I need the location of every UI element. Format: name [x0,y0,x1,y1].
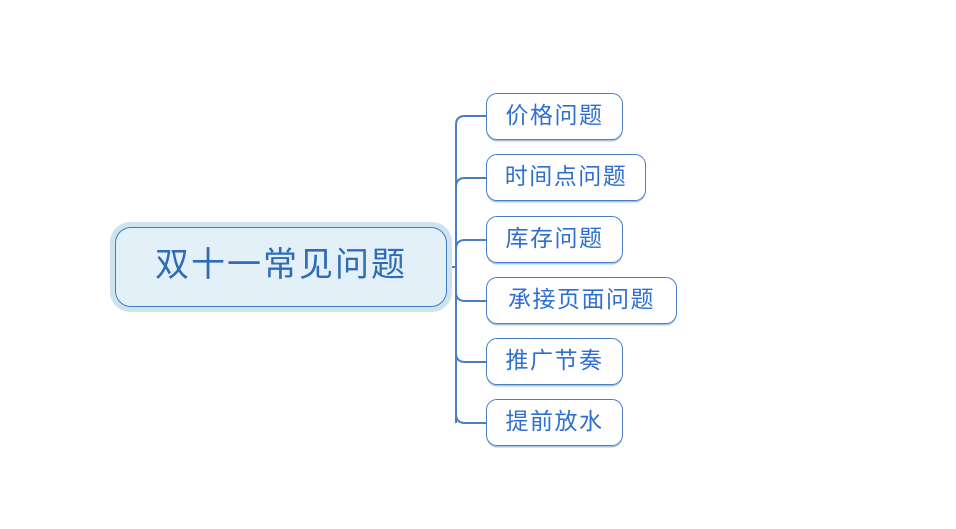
child-node-1[interactable]: 价格问题 [486,93,623,140]
root-node-label: 双十一常见问题 [155,247,407,284]
child-node-6[interactable]: 提前放水 [486,399,623,446]
root-node[interactable]: 双十一常见问题 [110,222,452,312]
connector-branch-4 [455,291,486,302]
child-node-4[interactable]: 承接页面问题 [486,277,677,324]
child-node-label: 库存问题 [505,226,604,251]
child-node-5[interactable]: 推广节奏 [486,338,623,385]
child-node-2[interactable]: 时间点问题 [486,154,646,201]
connector-branch-3 [455,239,486,250]
connector-branch-1 [455,115,486,126]
connector-branch-2 [455,177,486,188]
child-node-label: 承接页面问题 [508,287,655,312]
child-node-label: 提前放水 [505,409,604,434]
child-node-3[interactable]: 库存问题 [486,216,623,263]
child-node-label: 时间点问题 [504,164,628,189]
root-node-inner: 双十一常见问题 [115,227,447,307]
connector-branch-5 [455,352,486,363]
child-node-label: 推广节奏 [505,348,604,373]
connector-branch-6 [455,413,486,424]
child-node-label: 价格问题 [505,103,604,128]
